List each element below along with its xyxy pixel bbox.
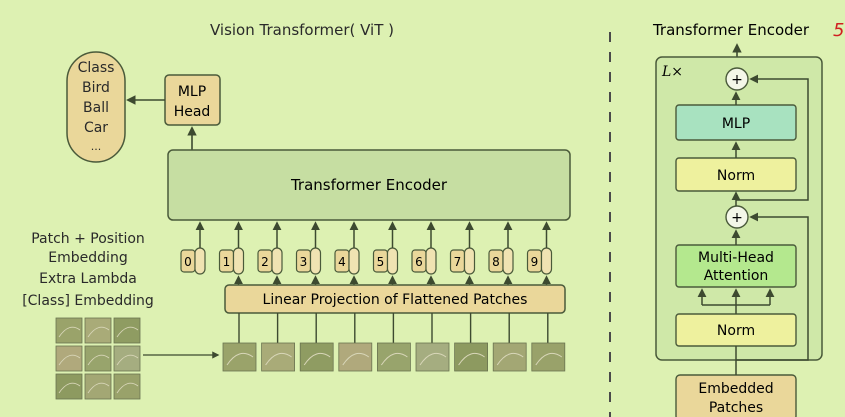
norm-label-upper: Norm	[717, 168, 755, 184]
token-index: 0	[184, 255, 192, 269]
mlp-label: MLP	[722, 116, 750, 132]
token-index: 3	[300, 255, 308, 269]
residual-add-middle	[725, 205, 749, 229]
token-index: 1	[223, 255, 231, 269]
embedded-patches-label: Embedded	[698, 381, 773, 397]
token-index: 4	[338, 255, 346, 269]
image-grid-tile	[113, 345, 141, 372]
patch-texture	[226, 352, 254, 366]
class-list-box	[66, 51, 126, 163]
linear-projection-box	[224, 284, 566, 314]
embedded-patches-label: Patches	[709, 400, 763, 416]
image-grid-texture	[87, 354, 110, 366]
patch-texture	[303, 352, 331, 366]
side-labels: Patch + Position Embedding Extra Lambda …	[22, 231, 154, 309]
patch-texture	[535, 352, 563, 366]
plus-symbol: +	[731, 72, 743, 88]
token-embedding	[540, 247, 553, 275]
side-label: Extra Lambda	[39, 271, 137, 287]
token-embedding	[271, 247, 283, 275]
token-embedding	[463, 247, 476, 275]
patch-texture	[342, 352, 370, 366]
token-embedding	[348, 247, 360, 275]
linear-projection-label: Linear Projection of Flattened Patches	[263, 292, 528, 308]
image-grid-tile	[84, 345, 112, 372]
image-grid-tile	[113, 373, 141, 400]
residual-skip-upper	[736, 74, 809, 201]
corner-mark: 5	[833, 20, 844, 41]
side-label: [Class] Embedding	[22, 293, 154, 309]
mlp-head-label: Head	[174, 104, 211, 120]
image-grid-texture	[116, 354, 139, 366]
image-grid-tile	[84, 317, 112, 344]
token-embedding	[194, 247, 206, 275]
token-embedding	[425, 247, 437, 275]
patch-tile	[261, 342, 296, 372]
image-grid-texture	[116, 326, 139, 338]
token-index: 2	[261, 255, 269, 269]
attention-label: Attention	[704, 268, 769, 284]
residual-add-top	[725, 67, 749, 91]
plus-symbol: +	[731, 210, 743, 226]
patch-tile	[531, 342, 566, 372]
token-embedding	[502, 247, 514, 275]
patch-tile	[492, 342, 527, 372]
image-grid-tile	[55, 373, 83, 400]
token-embedding	[386, 247, 399, 275]
side-label: Embedding	[48, 250, 127, 266]
token-index: 8	[492, 255, 500, 269]
transformer-encoder-block	[167, 149, 571, 221]
patch-strip	[222, 313, 566, 372]
patch-tile	[299, 342, 334, 372]
residual-skip-lower	[736, 212, 809, 361]
token-row: 0 1 2 3 4 5 6 7 8 9	[180, 221, 553, 285]
token-embedding	[232, 247, 245, 275]
image-grid-texture	[58, 326, 81, 338]
side-label: Patch + Position	[31, 231, 145, 247]
image-grid-texture	[58, 382, 81, 394]
patch-texture	[496, 352, 524, 366]
patch-texture	[380, 352, 408, 366]
patch-tile	[338, 342, 373, 372]
class-list: Class Bird Ball Car ...	[78, 60, 115, 153]
mlp-head-label: MLP	[178, 84, 206, 100]
image-grid-tile	[55, 317, 83, 344]
class-label: Class	[78, 60, 115, 76]
class-label: Bird	[82, 80, 110, 96]
patch-texture	[458, 352, 485, 366]
norm-label-lower: Norm	[717, 323, 755, 339]
token-index: 7	[454, 255, 462, 269]
vit-title: Vision Transformer( ViT )	[210, 21, 394, 39]
transformer-encoder-label: Transformer Encoder	[290, 176, 448, 194]
image-grid-texture	[87, 382, 110, 394]
image-grid-texture	[116, 382, 139, 394]
token-index: 9	[531, 255, 539, 269]
input-image-grid	[55, 317, 141, 400]
class-label: Car	[84, 120, 108, 136]
image-grid-texture	[87, 326, 110, 338]
encoder-detail-title: Transformer Encoder	[652, 21, 810, 39]
repeat-label: L×	[661, 64, 683, 80]
patch-texture	[265, 352, 292, 366]
token-embedding	[309, 247, 322, 275]
token-index: 5	[377, 255, 385, 269]
patch-tile	[454, 342, 489, 372]
image-grid-tile	[84, 373, 112, 400]
image-grid-tile	[55, 345, 83, 372]
encoder-flow	[697, 74, 809, 375]
image-grid-tile	[113, 317, 141, 344]
image-grid-texture	[58, 354, 81, 366]
patch-tile	[222, 342, 257, 372]
patch-texture	[419, 352, 447, 366]
patch-tile	[376, 342, 411, 372]
patch-tile	[415, 342, 450, 372]
class-label: Ball	[83, 100, 109, 116]
attention-label: Multi-Head	[698, 250, 774, 266]
token-index: 6	[415, 255, 423, 269]
class-label: ...	[91, 140, 102, 153]
